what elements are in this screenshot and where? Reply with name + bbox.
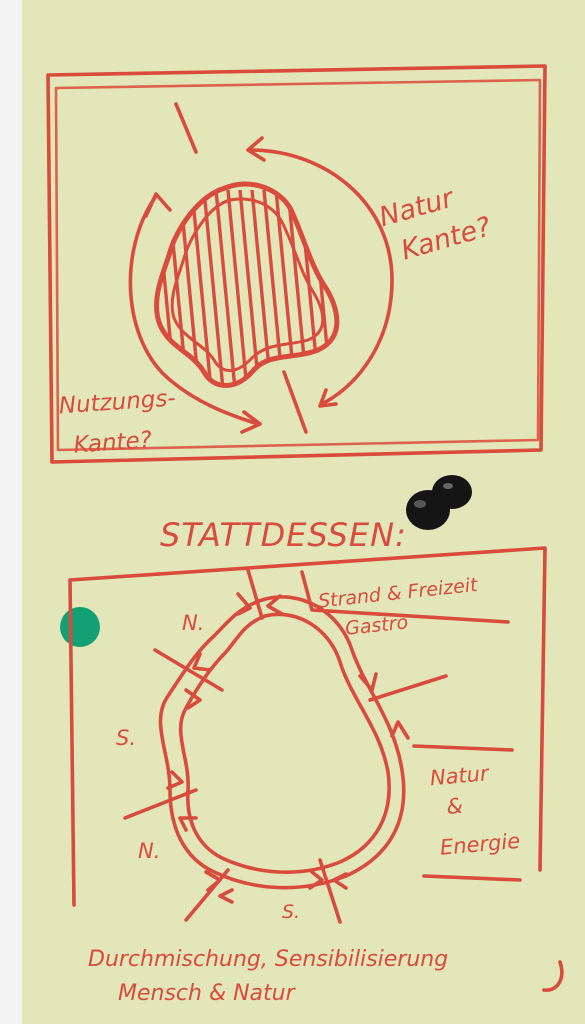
top-tick <box>176 104 196 152</box>
green-dot <box>60 607 100 647</box>
zone-label-n-left: N. <box>138 839 160 863</box>
left-arrow-head-top <box>146 194 170 216</box>
bottom-panel: N. S. N. S. Strand & Freizeit Gastro Nat… <box>70 548 545 923</box>
zone-label-s-bottom: S. <box>282 901 300 923</box>
arrow-head-s-left <box>220 890 232 902</box>
bottom-tick <box>284 372 306 432</box>
hatched-lake <box>156 184 337 400</box>
footer-line-2: Mensch & Natur <box>118 981 297 1006</box>
stattdessen-heading: STATTDESSEN: <box>160 516 407 554</box>
natur-kante-label: Natur Kante? <box>376 175 495 270</box>
zone-line-top <box>248 570 262 618</box>
zone-label-n-top: N. <box>182 611 204 635</box>
footer-line-1: Durchmischung, Sensibilisierung <box>88 947 448 972</box>
zone-line-w <box>125 790 196 818</box>
zone-line-s <box>320 860 340 922</box>
natur-divider-bottom <box>424 876 520 880</box>
zone-line-e <box>370 676 446 700</box>
natur-energie-label: Natur & Energie <box>429 759 521 860</box>
top-panel: Natur Kante? Nutzungs- Kante? <box>48 66 545 462</box>
arrow-head-s-right-2 <box>334 874 346 888</box>
lake-inner-outline <box>181 614 390 872</box>
natur-divider-top <box>414 746 512 750</box>
push-pin <box>406 475 472 530</box>
zone-label-s-left: S. <box>116 726 136 750</box>
footer-underline-hook <box>544 962 562 990</box>
